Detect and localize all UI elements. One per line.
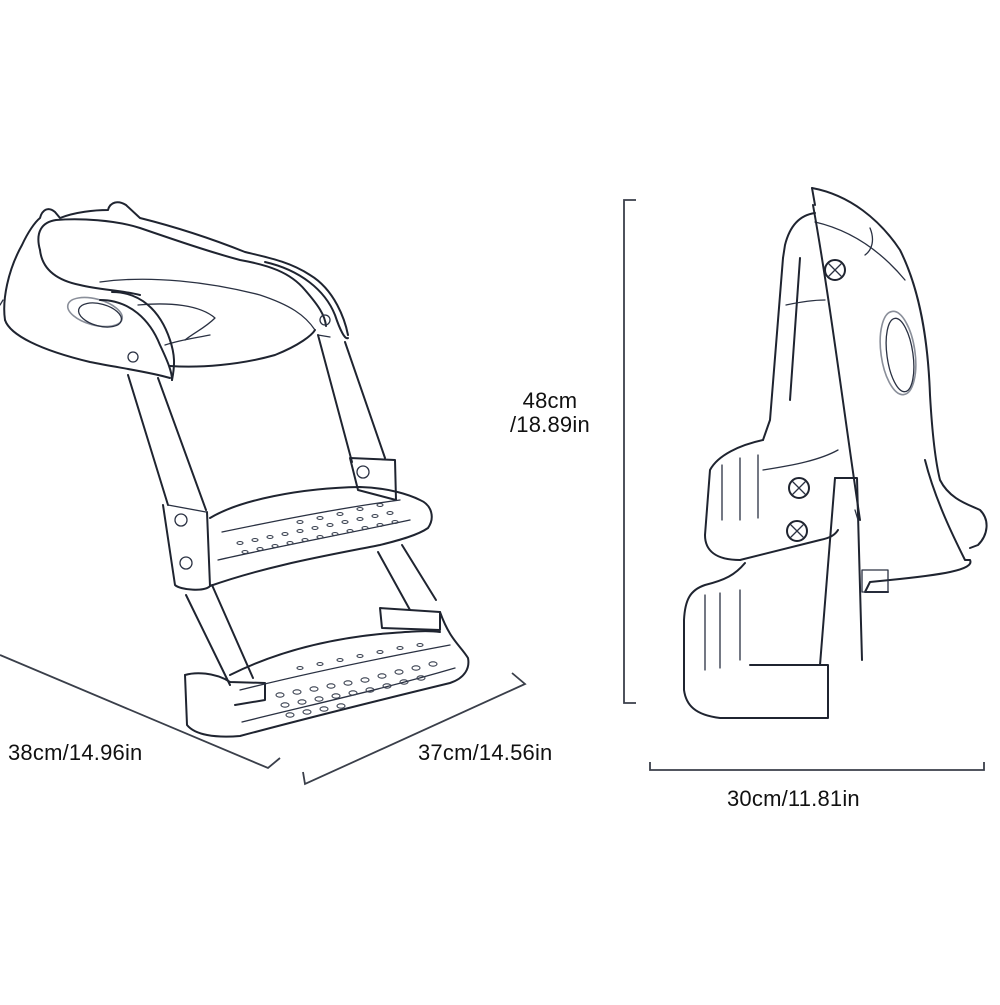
step-grip-pattern <box>236 502 399 555</box>
screw-icon <box>786 520 808 542</box>
seat-shell <box>0 201 349 381</box>
upper-step <box>209 486 433 587</box>
front-view <box>0 201 527 786</box>
screw-icon <box>824 259 846 281</box>
lower-step-side-grip <box>704 589 741 671</box>
base-grip-pattern <box>275 642 438 718</box>
front-depth-label: 38cm/14.96in <box>8 740 143 765</box>
front-width-label: 37cm/14.56in <box>418 740 553 765</box>
height-label: 48cm /18.89in <box>510 389 590 437</box>
lower-step <box>184 607 470 738</box>
side-dimension-lines <box>623 199 985 771</box>
side-screws <box>786 259 846 542</box>
ladder-right-rail <box>317 334 437 611</box>
screw-icon <box>174 513 188 527</box>
height-label-cm: 48cm <box>522 388 578 413</box>
seat-screws <box>127 314 370 570</box>
front-dimension-lines <box>0 654 527 786</box>
height-label-in: /18.89in <box>510 412 590 437</box>
screw-icon <box>179 556 193 570</box>
ladder-left-rail <box>127 374 254 686</box>
side-view <box>623 187 988 771</box>
side-depth-label: 30cm/11.81in <box>727 786 860 811</box>
upper-step-side-grip <box>721 454 759 521</box>
screw-icon <box>788 477 810 499</box>
screw-icon <box>356 465 370 479</box>
